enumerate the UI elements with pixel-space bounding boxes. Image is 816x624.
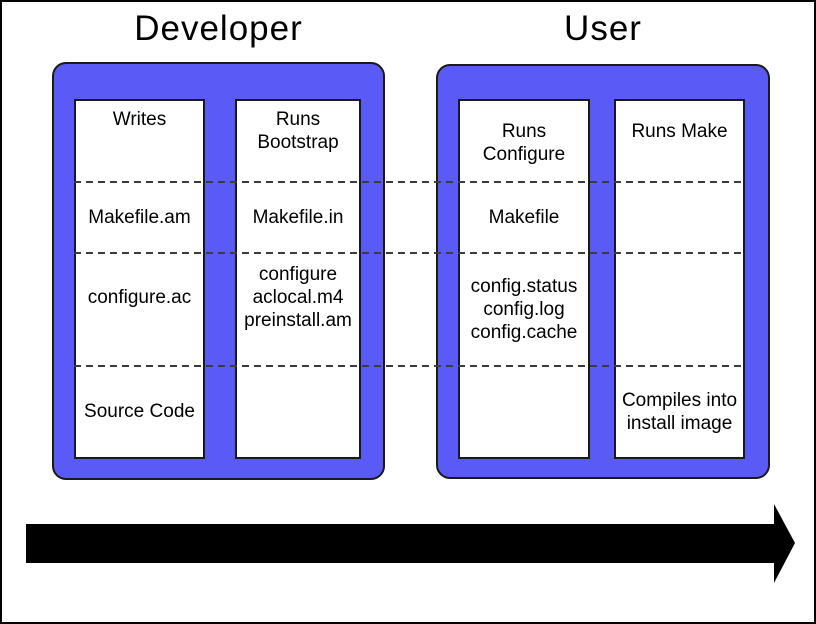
cell-makefile-am: Makefile.am — [76, 182, 203, 253]
cell-label: Runs Configure — [482, 121, 566, 165]
developer-column-writes: Writes Makefile.am configure.ac Source C… — [74, 99, 205, 459]
user-column-configure: Runs Configure Makefile config.status co… — [458, 99, 590, 459]
developer-section-title: Developer — [134, 9, 303, 48]
cell-configure-aclocal-preinstall: configure aclocal.m4 preinstall.am — [237, 253, 359, 366]
cell-compiles-install-image: Compiles into install image — [616, 366, 743, 457]
dashed-connector-line-1 — [74, 181, 745, 183]
flow-arrow-shape — [26, 504, 795, 583]
cell-label: Compiles into install image — [621, 389, 738, 434]
cell-label: configure.ac — [87, 287, 192, 308]
dashed-connector-line-3 — [74, 365, 745, 367]
dashed-connector-line-2 — [74, 252, 745, 254]
cell-label: Makefile — [488, 207, 560, 228]
cell-runs-make: Runs Make — [616, 101, 743, 182]
cell-label: Runs Make — [631, 121, 728, 142]
cell-runs-configure: Runs Configure — [460, 101, 588, 182]
user-column-make: Runs Make Compiles into install image — [614, 99, 745, 459]
cell-label: Makefile.am — [88, 207, 191, 228]
user-section-title: User — [564, 9, 642, 48]
developer-column-bootstrap: Runs Bootstrap Makefile.in configure acl… — [235, 99, 361, 459]
cell-writes: Writes — [76, 101, 203, 182]
cell-label: Makefile.in — [252, 207, 344, 228]
cell-runs-bootstrap: Runs Bootstrap — [237, 101, 359, 182]
cell-label: configure aclocal.m4 preinstall.am — [244, 264, 352, 331]
cell-label: Source Code — [84, 401, 195, 422]
cell-empty — [616, 182, 743, 253]
cell-source-code: Source Code — [76, 366, 203, 457]
cell-label: config.status config.log config.cache — [470, 276, 578, 343]
cell-configure-ac: configure.ac — [76, 253, 203, 366]
cell-makefile: Makefile — [460, 182, 588, 253]
cell-label: Writes — [112, 109, 167, 130]
cell-empty — [237, 366, 359, 457]
cell-config-outputs: config.status config.log config.cache — [460, 253, 588, 366]
cell-empty — [616, 253, 743, 366]
cell-empty — [460, 366, 588, 457]
cell-label: Runs Bootstrap — [257, 109, 339, 153]
cell-makefile-in: Makefile.in — [237, 182, 359, 253]
